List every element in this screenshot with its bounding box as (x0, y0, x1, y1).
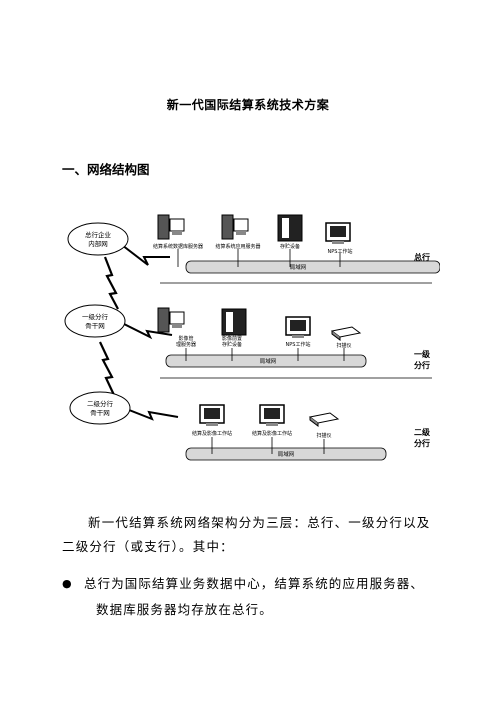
cloud-tier2: 二级分行 骨干网 (69, 391, 131, 425)
workstation-icon (325, 222, 351, 244)
bullet-text-line1: 总行为国际结算业务数据中心，结算系统的应用服务器、 (84, 576, 425, 591)
intro-paragraph: 新一代结算系统网络架构分为三层：总行、一级分行以及二级分行（或支行）。其中： (62, 515, 431, 554)
list-item: ● 总行为国际结算业务数据中心，结算系统的应用服务器、 数据库服务器均存放在总行… (62, 571, 434, 623)
tier2: 局域网 结算及影像工作站 结算及影像工作站 扫描仪 二级 分行 (185, 404, 431, 461)
workstation-icon (259, 404, 285, 426)
tier1-lan-label: 局域网 (260, 357, 277, 365)
tier-label-hq: 总行 (414, 252, 430, 262)
tier2-device-3: 扫描仪 (316, 432, 331, 439)
bullet-icon: ● (62, 577, 73, 590)
tier2-device-2: 结算及影像工作站 (252, 430, 292, 437)
tier1: 局域网 影像管 理服务器 影像前置 存贮设备 NPS工作站 扫描仪 一级 分行 (157, 307, 432, 379)
cloud-tier1: 一级分行 骨干网 (64, 304, 126, 338)
tier-label-tier1-line2: 分行 (414, 360, 430, 370)
cloud-tier2-line1: 二级分行 (87, 399, 114, 408)
storage-icon (221, 308, 247, 336)
storage-icon (277, 214, 303, 242)
hq-lan-label: 局域网 (290, 263, 307, 271)
server-icon (157, 214, 185, 240)
server-icon (157, 307, 185, 333)
tier1-device-3: NPS工作站 (286, 341, 311, 348)
tier1-device-4: 扫描仪 (336, 342, 351, 349)
bullet-text-line2: 数据库服务器均存放在总行。 (96, 602, 273, 617)
hq-device-2: 结算系统应用服务器 (215, 243, 260, 250)
section-heading: 一、网络结构图 (62, 162, 150, 177)
tier1-device-1b: 理服务器 (176, 341, 196, 348)
hq-device-1: 结算系统数据库服务器 (153, 243, 203, 250)
hq-tier: 局域网 结算系统数据库服务器 结算系统应用服务器 存贮设备 NPS工作站 总行 (153, 214, 440, 284)
server-icon (221, 214, 249, 240)
cloud-hq: 总行企业 内部网 (67, 222, 129, 256)
tier2-device-1: 结算及影像工作站 (192, 430, 232, 437)
cloud-tier1-line1: 一级分行 (82, 312, 109, 321)
hq-device-3: 存贮设备 (280, 243, 300, 250)
scanner-icon (330, 326, 362, 341)
wan-links (99, 244, 179, 421)
tier1-device-1a: 影像管 (178, 335, 193, 342)
workstation-icon (199, 404, 225, 426)
cloud-tier1-line2: 骨干网 (85, 322, 105, 330)
cloud-hq-line2: 内部网 (88, 239, 108, 248)
scanner-icon (308, 412, 340, 427)
network-diagram: 总行企业 内部网 一级分行 骨干网 二级分行 骨干网 局域网 结算系统数据库服务… (64, 214, 440, 461)
tier-label-tier2-line1: 二级 (414, 427, 431, 437)
document-title: 新一代国际结算系统技术方案 (166, 98, 330, 112)
cloud-tier2-line2: 骨干网 (90, 409, 110, 417)
tier2-lan-label: 局域网 (278, 450, 295, 458)
hq-device-4: NPS工作站 (328, 248, 353, 255)
workstation-icon (285, 316, 311, 338)
cloud-hq-line1: 总行企业 (85, 230, 112, 239)
tier-label-tier2-line2: 分行 (414, 438, 430, 448)
tier1-device-2a: 影像前置 (222, 335, 242, 342)
tier1-device-2b: 存贮设备 (222, 341, 242, 348)
tier-label-tier1-line1: 一级 (414, 349, 431, 359)
